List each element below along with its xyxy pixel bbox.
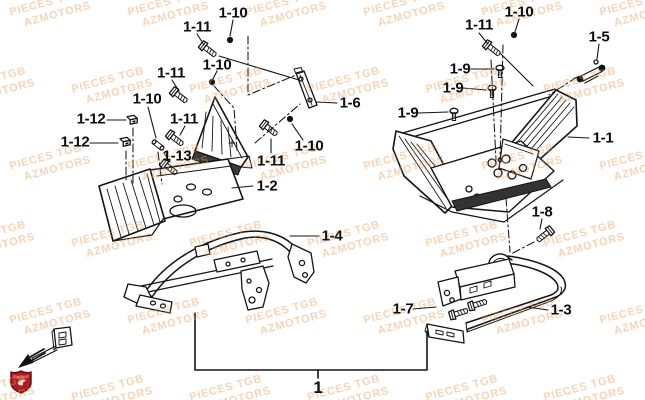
callout-figure-1: 1 bbox=[313, 378, 323, 397]
callout-1-8: 1-8 bbox=[531, 203, 553, 221]
callout-1-9-a: 1-9 bbox=[449, 60, 471, 78]
part-strip-1-6 bbox=[294, 68, 317, 109]
leader-lines bbox=[90, 19, 599, 310]
callout-1-1: 1-1 bbox=[592, 129, 614, 147]
part-link-1-5 bbox=[576, 60, 606, 83]
callout-1-10-d: 1-10 bbox=[294, 137, 324, 155]
callout-1-11-c: 1-11 bbox=[170, 110, 198, 128]
callout-1-6: 1-6 bbox=[339, 94, 361, 112]
callout-1-13: 1-13 bbox=[162, 147, 192, 165]
callout-1-10-e: 1-10 bbox=[504, 3, 534, 21]
figure-group-bracket bbox=[195, 313, 427, 378]
callout-1-11-b: 1-11 bbox=[157, 64, 185, 82]
part-rear-carrier bbox=[425, 254, 565, 343]
part-tube-bracket bbox=[124, 231, 314, 313]
callout-1-12-b: 1-12 bbox=[60, 133, 90, 151]
fasteners bbox=[119, 31, 556, 322]
callout-1-5: 1-5 bbox=[588, 28, 610, 46]
pointer-arrow bbox=[18, 349, 45, 368]
callout-1-2: 1-2 bbox=[256, 177, 278, 195]
callout-1-9-c: 1-9 bbox=[397, 104, 419, 122]
callout-1-4: 1-4 bbox=[321, 227, 343, 245]
part-stay-bracket bbox=[32, 327, 72, 362]
callout-1-12-a: 1-12 bbox=[76, 110, 106, 128]
callout-1-10-a: 1-10 bbox=[218, 4, 248, 22]
callout-1-3: 1-3 bbox=[550, 301, 572, 319]
assembly-axis-lines bbox=[126, 36, 577, 254]
callout-1-10-c: 1-10 bbox=[132, 90, 162, 108]
callout-1-11-a: 1-11 bbox=[183, 18, 211, 36]
callout-1-7: 1-7 bbox=[392, 300, 414, 318]
callout-1-11-d: 1-11 bbox=[257, 152, 285, 170]
callout-1-9-b: 1-9 bbox=[442, 79, 464, 97]
brand-logo-shield bbox=[11, 371, 31, 393]
callout-1-10-b: 1-10 bbox=[202, 56, 232, 74]
callout-1-11-e: 1-11 bbox=[465, 16, 493, 34]
